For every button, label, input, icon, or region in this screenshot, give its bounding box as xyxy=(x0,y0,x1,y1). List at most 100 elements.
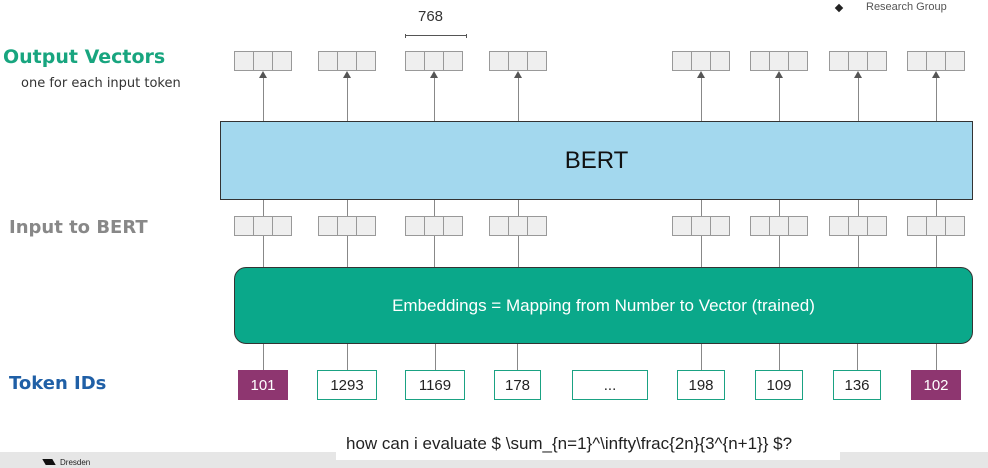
vector-cell xyxy=(868,217,886,235)
arrow-head-icon xyxy=(343,71,351,78)
footer-logo: Dresden xyxy=(42,458,90,467)
input-vector xyxy=(405,216,463,236)
arrow-head-icon xyxy=(854,71,862,78)
arrow-head-icon xyxy=(932,71,940,78)
vector-cell xyxy=(927,217,946,235)
footer-logo-mark-icon xyxy=(42,459,56,465)
vector-cell xyxy=(770,52,789,70)
vector-cell xyxy=(830,52,849,70)
vector-cell xyxy=(908,217,927,235)
output-vector xyxy=(489,51,547,71)
vector-cell xyxy=(711,52,729,70)
vector-cell xyxy=(770,217,789,235)
output-arrow-line xyxy=(434,78,435,121)
vector-cell xyxy=(692,52,711,70)
vector-cell xyxy=(946,52,964,70)
connector-line xyxy=(936,344,937,370)
connector-line xyxy=(701,236,702,267)
embeddings-block: Embeddings = Mapping from Number to Vect… xyxy=(234,267,973,344)
input-vector xyxy=(234,216,292,236)
connector-line xyxy=(779,200,780,216)
logo-mark-icon xyxy=(834,3,844,12)
output-vector xyxy=(318,51,376,71)
vector-cell xyxy=(908,52,927,70)
output-vector xyxy=(405,51,463,71)
connector-line xyxy=(858,236,859,267)
vector-cell xyxy=(868,52,886,70)
vector-cell xyxy=(425,217,444,235)
connector-line xyxy=(347,200,348,216)
bert-label: BERT xyxy=(564,146,629,174)
connector-line xyxy=(347,236,348,267)
vector-cell xyxy=(673,52,692,70)
logo-text: Research Group xyxy=(866,1,947,13)
connector-line xyxy=(347,344,348,370)
vector-cell xyxy=(338,217,357,235)
vector-cell xyxy=(830,217,849,235)
vector-cell xyxy=(254,52,273,70)
vector-cell xyxy=(946,217,964,235)
connector-line xyxy=(434,200,435,216)
vector-cell xyxy=(849,217,868,235)
token-ids-label: Token IDs xyxy=(9,373,107,394)
arrow-head-icon xyxy=(259,71,267,78)
output-arrow-line xyxy=(518,78,519,121)
arrow-head-icon xyxy=(775,71,783,78)
vector-cell xyxy=(789,52,807,70)
vector-cell xyxy=(357,217,375,235)
input-vector xyxy=(318,216,376,236)
connector-line xyxy=(435,344,436,370)
connector-line xyxy=(517,344,518,370)
input-vector xyxy=(672,216,730,236)
vector-cell xyxy=(444,52,462,70)
vector-cell xyxy=(235,52,254,70)
vector-cell xyxy=(711,217,729,235)
vector-cell xyxy=(406,217,425,235)
vector-cell xyxy=(319,217,338,235)
token-id-box: 198 xyxy=(677,370,725,400)
connector-line xyxy=(263,200,264,216)
output-arrow-line xyxy=(701,78,702,121)
output-vector xyxy=(234,51,292,71)
output-arrow-line xyxy=(347,78,348,121)
vector-cell xyxy=(319,52,338,70)
output-vectors-subtitle: one for each input token xyxy=(21,76,181,91)
caption-text: how can i evaluate $ \sum_{n=1}^\infty\f… xyxy=(346,434,793,453)
input-vector xyxy=(489,216,547,236)
output-arrow-line xyxy=(263,78,264,121)
connector-line xyxy=(518,200,519,216)
vector-cell xyxy=(751,52,770,70)
token-id-box: 109 xyxy=(755,370,803,400)
dimension-bracket xyxy=(405,34,467,38)
vector-cell xyxy=(509,217,528,235)
vector-cell xyxy=(490,217,509,235)
connector-line xyxy=(858,200,859,216)
vector-cell xyxy=(357,52,375,70)
vector-cell xyxy=(927,52,946,70)
token-id-box: 1169 xyxy=(405,370,465,400)
vector-cell xyxy=(425,52,444,70)
token-id-box: 178 xyxy=(494,370,541,400)
vector-cell xyxy=(692,217,711,235)
input-vector xyxy=(907,216,965,236)
output-arrow-line xyxy=(936,78,937,121)
embeddings-label: Embeddings = Mapping from Number to Vect… xyxy=(392,295,815,315)
vector-cell xyxy=(673,217,692,235)
connector-line xyxy=(434,236,435,267)
output-vector xyxy=(829,51,887,71)
output-arrow-line xyxy=(858,78,859,121)
vector-cell xyxy=(273,52,291,70)
connector-line xyxy=(263,236,264,267)
vector-cell xyxy=(509,52,528,70)
output-vector xyxy=(672,51,730,71)
vector-cell xyxy=(751,217,770,235)
connector-line xyxy=(263,344,264,370)
research-group-logo: Research Group xyxy=(834,1,947,14)
vector-cell xyxy=(444,217,462,235)
output-vectors-label: Output Vectors xyxy=(3,46,166,68)
bert-block: BERT xyxy=(220,121,973,200)
connector-line xyxy=(936,236,937,267)
token-id-box: ... xyxy=(572,370,648,400)
vector-cell xyxy=(849,52,868,70)
token-id-box: 102 xyxy=(911,370,961,400)
